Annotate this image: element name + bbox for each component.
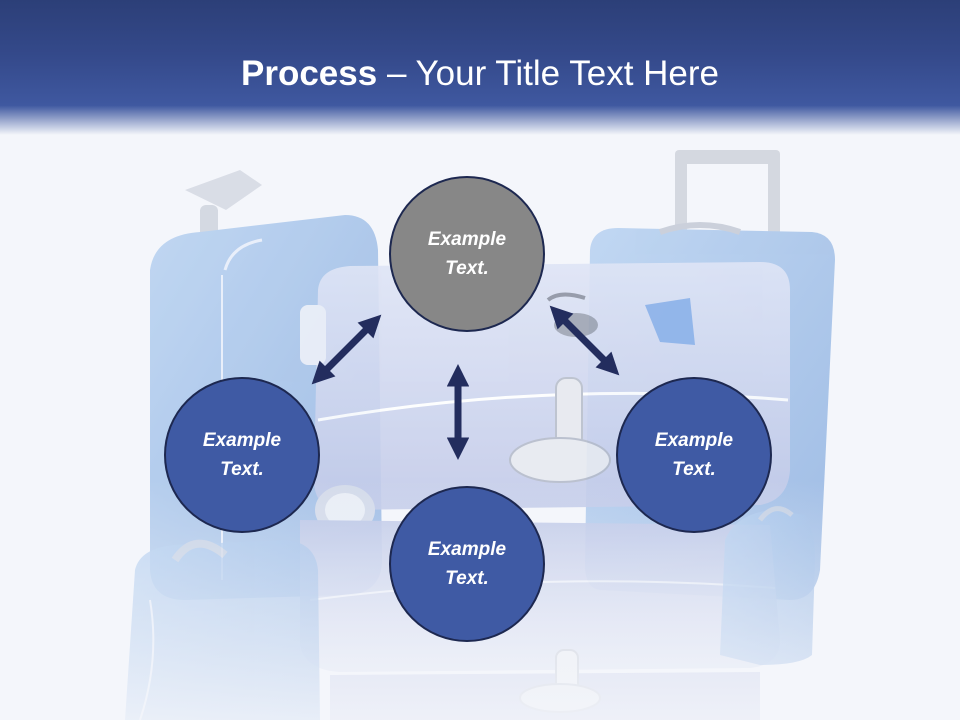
process-node-bottom[interactable]: Example Text. bbox=[389, 486, 545, 642]
arrow-top-left bbox=[311, 314, 382, 385]
process-node-right-text: Example Text. bbox=[654, 430, 734, 480]
title-bar bbox=[0, 0, 960, 135]
process-node-right[interactable]: Example Text. bbox=[616, 377, 772, 533]
arrow-top-right bbox=[549, 305, 620, 376]
slide-title: Process – Your Title Text Here bbox=[0, 52, 960, 96]
process-node-left[interactable]: Example Text. bbox=[164, 377, 320, 533]
process-node-top-text: Example Text. bbox=[427, 229, 507, 279]
process-node-top[interactable]: Example Text. bbox=[389, 176, 545, 332]
slide-title-rest: – Your Title Text Here bbox=[377, 54, 719, 93]
process-node-left-text: Example Text. bbox=[202, 430, 282, 480]
slide-title-bold: Process bbox=[241, 54, 378, 93]
process-node-bottom-text: Example Text. bbox=[427, 539, 507, 589]
